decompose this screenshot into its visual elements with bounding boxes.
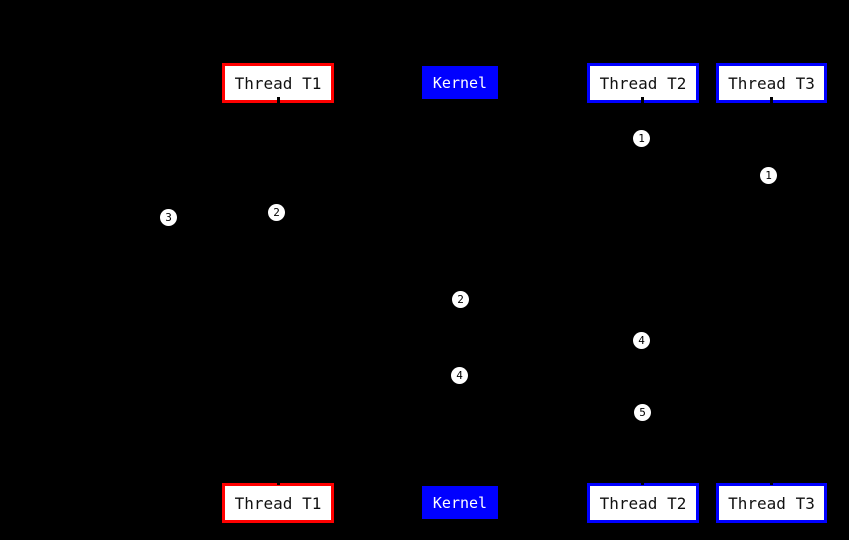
- step-marker: 2: [452, 291, 469, 308]
- actor-box-thread-t3-top: Thread T3: [716, 63, 827, 103]
- actor-label: Kernel: [432, 493, 488, 512]
- actor-box-thread-t1-top: Thread T1: [222, 63, 334, 103]
- lifeline-stub-t3-bottom: [770, 477, 773, 485]
- step-marker: 3: [160, 209, 177, 226]
- step-marker: 4: [451, 367, 468, 384]
- step-marker: 4: [633, 332, 650, 349]
- step-marker: 5: [634, 404, 651, 421]
- actor-label: Thread T3: [728, 73, 815, 93]
- lifeline-stub-t2-top: [641, 97, 644, 105]
- step-marker: 1: [633, 130, 650, 147]
- step-marker: 1: [760, 167, 777, 184]
- actor-label: Thread T1: [234, 73, 322, 93]
- actor-label: Thread T2: [599, 493, 687, 513]
- lifeline-stub-t2-bottom: [641, 477, 644, 485]
- step-marker-label: 3: [165, 211, 172, 224]
- step-marker-label: 4: [638, 334, 645, 347]
- actor-label: Kernel: [432, 73, 488, 92]
- step-marker-label: 2: [273, 206, 280, 219]
- step-marker-label: 4: [456, 369, 463, 382]
- lifeline-stub-t3-top: [770, 97, 773, 105]
- actor-box-thread-t3-bottom: Thread T3: [716, 483, 827, 523]
- step-marker-label: 5: [639, 406, 646, 419]
- step-marker: 2: [268, 204, 285, 221]
- actor-box-thread-t1-bottom: Thread T1: [222, 483, 334, 523]
- actor-box-kernel-top: Kernel: [422, 66, 498, 99]
- lifeline-stub-t1-top: [277, 97, 280, 105]
- actor-box-thread-t2-bottom: Thread T2: [587, 483, 699, 523]
- actor-box-kernel-bottom: Kernel: [422, 486, 498, 519]
- lifeline-stub-t1-bottom: [277, 477, 280, 485]
- step-marker-label: 2: [457, 293, 464, 306]
- actor-label: Thread T2: [599, 73, 687, 93]
- step-marker-label: 1: [765, 169, 772, 182]
- actor-label: Thread T3: [728, 493, 815, 513]
- step-marker-label: 1: [638, 132, 645, 145]
- actor-label: Thread T1: [234, 493, 322, 513]
